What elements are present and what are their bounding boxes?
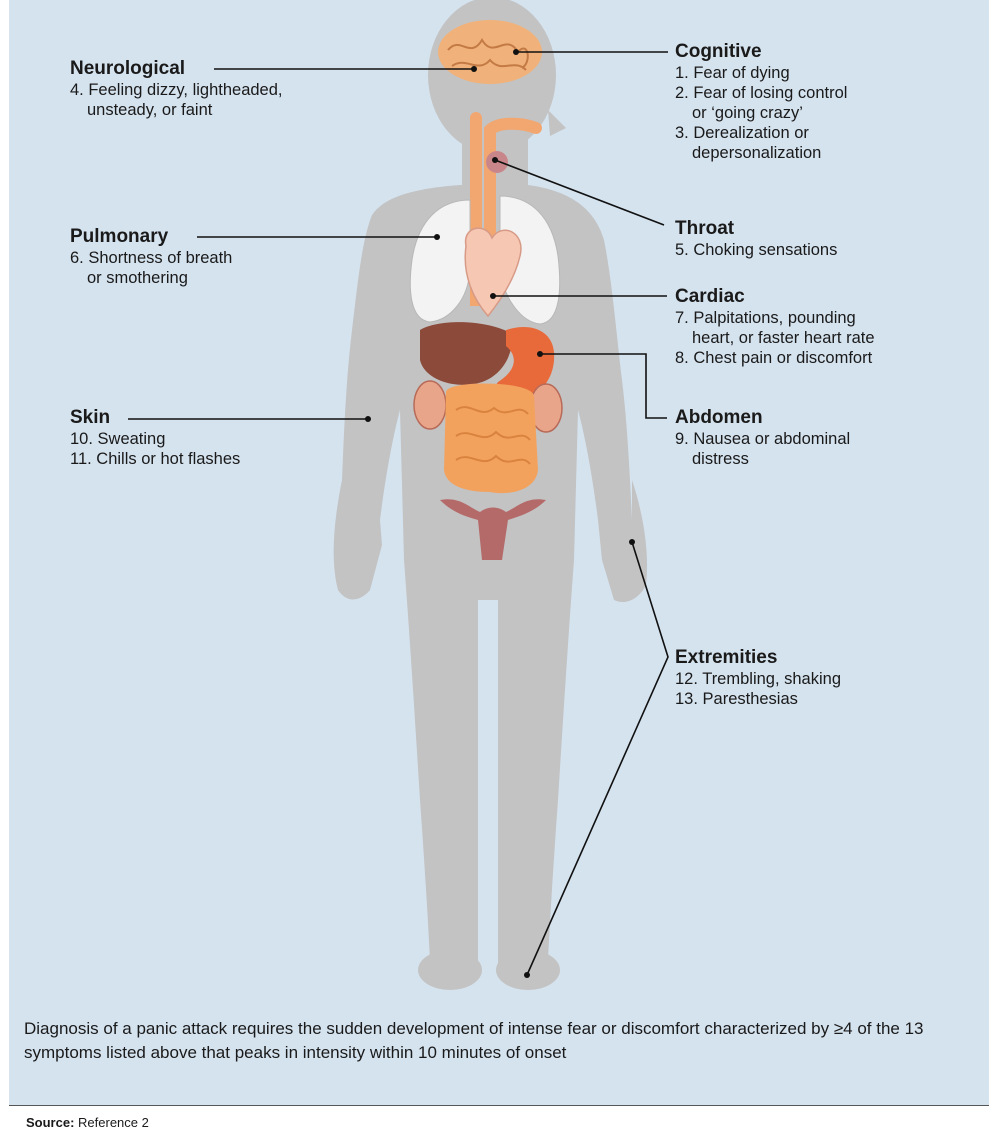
cardiac-item-7-cont: heart, or faster heart rate: [675, 328, 875, 348]
source-label: Source:: [26, 1115, 74, 1130]
abdomen-group: Abdomen 9. Nausea or abdominal distress: [675, 407, 850, 469]
source-text: Reference 2: [78, 1115, 149, 1130]
cognitive-title: Cognitive: [675, 41, 847, 63]
cardiac-item-8: 8. Chest pain or discomfort: [675, 348, 875, 368]
cognitive-item-3-cont: depersonalization: [675, 143, 847, 163]
cardiac-title: Cardiac: [675, 286, 875, 308]
cognitive-item-1: 1. Fear of dying: [675, 63, 847, 83]
intestines-organ: [444, 383, 538, 493]
neurological-item-4: 4. Feeling dizzy, lightheaded,: [70, 80, 283, 100]
cognitive-item-3: 3. Derealization or: [675, 123, 847, 143]
cardiac-group: Cardiac 7. Palpitations, pounding heart,…: [675, 286, 875, 368]
extremities-item-12: 12. Trembling, shaking: [675, 669, 841, 689]
neurological-group: Neurological 4. Feeling dizzy, lighthead…: [70, 58, 283, 120]
abdomen-title: Abdomen: [675, 407, 850, 429]
abdomen-item-9: 9. Nausea or abdominal: [675, 429, 850, 449]
cardiac-item-7: 7. Palpitations, pounding: [675, 308, 875, 328]
extremities-title: Extremities: [675, 647, 841, 669]
diagnosis-note: Diagnosis of a panic attack requires the…: [24, 1017, 924, 1065]
pulmonary-group: Pulmonary 6. Shortness of breath or smot…: [70, 226, 232, 288]
throat-title: Throat: [675, 218, 837, 240]
leader-lines: [128, 49, 668, 978]
cognitive-item-2: 2. Fear of losing control: [675, 83, 847, 103]
skin-item-10: 10. Sweating: [70, 429, 240, 449]
cognitive-item-2-cont: or ‘going crazy’: [675, 103, 847, 123]
cognitive-group: Cognitive 1. Fear of dying 2. Fear of lo…: [675, 41, 847, 163]
extremities-group: Extremities 12. Trembling, shaking 13. P…: [675, 647, 841, 709]
source-citation: Source: Reference 2: [26, 1115, 149, 1130]
abdomen-item-9-cont: distress: [675, 449, 850, 469]
throat-item-5: 5. Choking sensations: [675, 240, 837, 260]
throat-group: Throat 5. Choking sensations: [675, 218, 837, 260]
footer-divider: [9, 1105, 989, 1106]
pulmonary-item-6-cont: or smothering: [70, 268, 232, 288]
extremities-item-13: 13. Paresthesias: [675, 689, 841, 709]
neurological-item-4-cont: unsteady, or faint: [70, 100, 283, 120]
skin-title: Skin: [70, 407, 240, 429]
skin-group: Skin 10. Sweating 11. Chills or hot flas…: [70, 407, 240, 469]
pulmonary-title: Pulmonary: [70, 226, 232, 248]
pulmonary-item-6: 6. Shortness of breath: [70, 248, 232, 268]
skin-item-11: 11. Chills or hot flashes: [70, 449, 240, 469]
neurological-title: Neurological: [70, 58, 283, 80]
